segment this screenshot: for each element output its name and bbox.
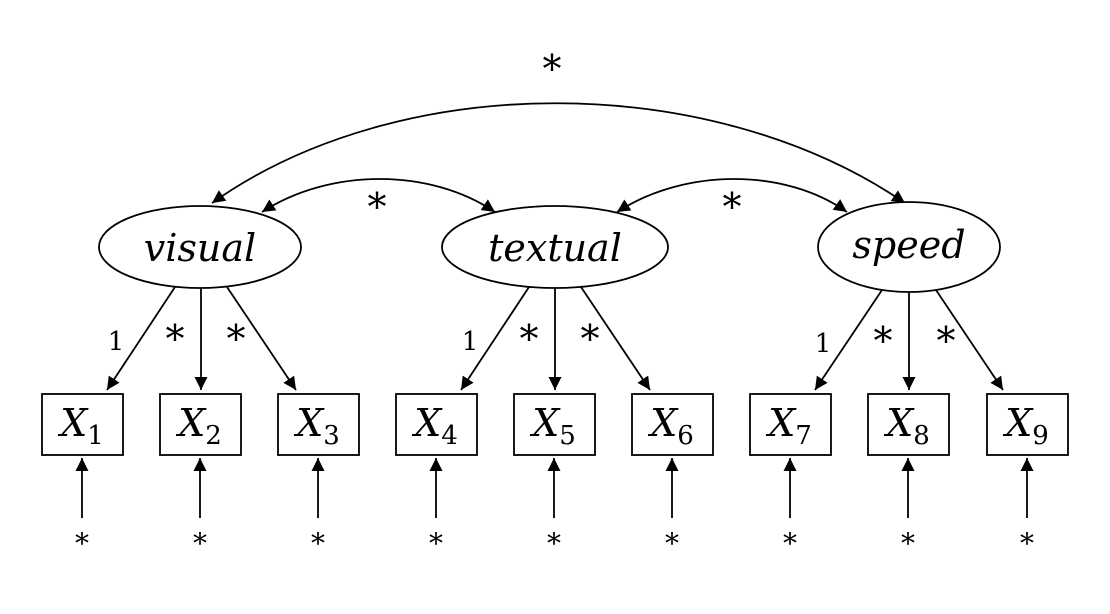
svg-text:X4: X4 [411,401,458,451]
latent-visual-label: visual [144,226,256,270]
loading-arrow-visual-x1 [106,286,176,391]
observed-x4-base: X [411,401,443,445]
observed-x4-sub: 4 [441,421,458,451]
observed-x6: X6 [631,393,714,456]
observed-x5-base: X [529,401,561,445]
covariance-arc-textual-speed [616,178,848,213]
error-label-x7: * [783,527,797,560]
observed-x1-sub: 1 [87,421,104,451]
error-label-x9: * [1020,527,1034,560]
loading-label-x2: * [166,317,185,361]
observed-x9-sub: 9 [1032,421,1049,451]
error-label-x6: * [665,527,679,560]
observed-x8-sub: 8 [913,421,930,451]
error-label-x3: * [311,527,325,560]
loading-label-x8: * [874,319,893,363]
observed-x5: X5 [513,393,596,456]
latent-textual: textual [441,205,669,289]
loading-label-x6: * [581,317,600,361]
latent-textual-label: textual [488,226,622,270]
latent-visual: visual [98,205,302,289]
covariance-arc-visual-speed [211,102,906,204]
loading-arrow-textual-x4 [460,286,530,391]
error-label-x4: * [429,527,443,560]
covariance-arc-visual-textual [261,178,496,213]
observed-x7-sub: 7 [795,421,812,451]
svg-text:X1: X1 [57,401,104,451]
loading-label-x7: 1 [815,329,832,359]
loading-label-x1: 1 [108,327,125,357]
observed-x7: X7 [749,393,832,456]
observed-x5-sub: 5 [559,421,576,451]
svg-text:X2: X2 [175,401,222,451]
loading-arrow-textual-x6 [580,286,651,391]
covariance-label-visual-speed: * [543,47,562,91]
loading-arrow-visual-x3 [226,286,297,391]
observed-x9-base: X [1002,401,1034,445]
loading-arrow-speed-x7 [814,289,883,391]
covariance-label-visual-textual: * [368,185,387,229]
svg-text:X8: X8 [883,401,930,451]
observed-x1: X1 [41,393,124,456]
loading-label-x3: * [227,317,246,361]
observed-x2-sub: 2 [205,421,222,451]
svg-text:X7: X7 [765,401,812,451]
error-label-x8: * [901,527,915,560]
observed-x6-sub: 6 [677,421,694,451]
loading-label-x4: 1 [462,327,479,357]
error-label-x5: * [547,527,561,560]
error-label-x1: * [75,527,89,560]
loading-arrow-speed-x9 [935,289,1004,391]
latent-speed: speed [817,201,1001,293]
observed-x9: X9 [986,393,1069,456]
svg-text:X9: X9 [1002,401,1049,451]
observed-x3: X3 [277,393,360,456]
observed-x3-sub: 3 [323,421,340,451]
observed-x4: X4 [395,393,478,456]
observed-x7-base: X [765,401,797,445]
svg-text:X5: X5 [529,401,576,451]
loading-label-x5: * [520,317,539,361]
observed-x1-base: X [57,401,89,445]
svg-text:X3: X3 [293,401,340,451]
svg-text:X6: X6 [647,401,694,451]
error-label-x2: * [193,527,207,560]
observed-x8: X8 [867,393,950,456]
observed-x6-base: X [647,401,679,445]
loading-label-x9: * [937,319,956,363]
covariance-label-textual-speed: * [723,185,742,229]
latent-speed-label: speed [852,223,965,267]
observed-x8-base: X [883,401,915,445]
observed-x3-base: X [293,401,325,445]
observed-x2-base: X [175,401,207,445]
observed-x2: X2 [159,393,242,456]
